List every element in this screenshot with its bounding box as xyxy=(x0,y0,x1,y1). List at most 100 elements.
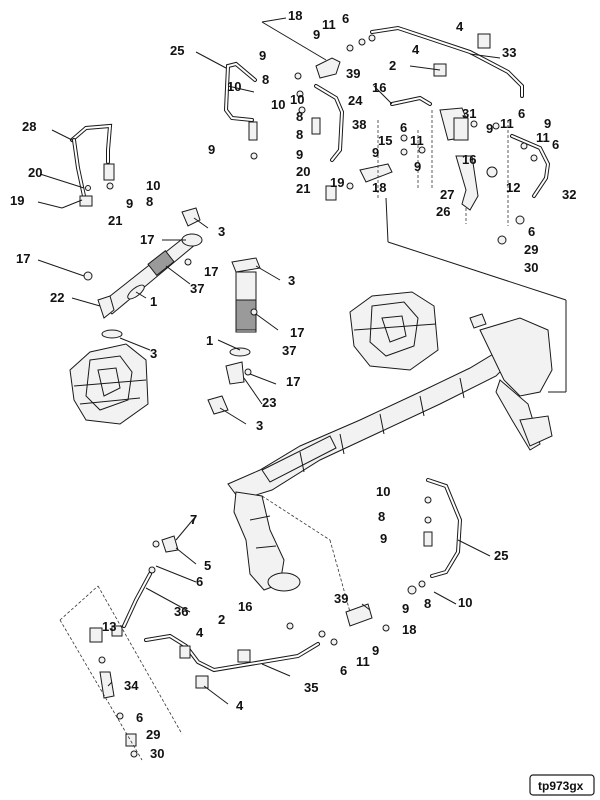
callout-4: 4 xyxy=(196,625,204,640)
callout-20: 20 xyxy=(296,164,310,179)
callout-18: 18 xyxy=(372,180,386,195)
callout-18: 18 xyxy=(402,622,416,637)
callout-37: 37 xyxy=(282,343,296,358)
callout-16: 16 xyxy=(238,599,252,614)
callout-30: 30 xyxy=(150,746,164,761)
callout-26: 26 xyxy=(436,204,450,219)
callout-11: 11 xyxy=(356,654,370,669)
callout-11: 11 xyxy=(536,130,550,145)
callout-39: 39 xyxy=(334,591,348,606)
callout-10: 10 xyxy=(271,97,285,112)
callout-16: 16 xyxy=(462,152,476,167)
callout-labels: 18 6 9 11 4 25 9 4 33 39 2 10 8 16 10 24… xyxy=(10,8,576,761)
callout-6: 6 xyxy=(342,11,349,26)
callout-11: 11 xyxy=(500,116,514,131)
callout-10: 10 xyxy=(458,595,472,610)
lower-right-hose xyxy=(345,478,463,632)
callout-6: 6 xyxy=(196,574,203,589)
callout-9: 9 xyxy=(486,121,493,136)
figure-reference-box: tp973gx xyxy=(529,774,595,796)
callout-9: 9 xyxy=(126,196,133,211)
callout-9: 9 xyxy=(296,147,303,162)
callout-6: 6 xyxy=(528,224,535,239)
callout-4: 4 xyxy=(412,42,420,57)
callout-1: 1 xyxy=(206,333,213,348)
turbo-housing-left xyxy=(69,343,149,425)
callout-39: 39 xyxy=(346,66,360,81)
callout-28: 28 xyxy=(22,119,36,134)
callout-9: 9 xyxy=(372,643,379,658)
callout-29: 29 xyxy=(524,242,538,257)
callout-25: 25 xyxy=(170,43,184,58)
callout-9: 9 xyxy=(544,116,551,131)
callout-17: 17 xyxy=(286,374,300,389)
chassis-frame xyxy=(227,313,553,592)
callout-6: 6 xyxy=(136,710,143,725)
callout-6: 6 xyxy=(518,106,525,121)
callout-9: 9 xyxy=(313,27,320,42)
callout-22: 22 xyxy=(50,290,64,305)
callout-3: 3 xyxy=(256,418,263,433)
callout-12: 12 xyxy=(506,180,520,195)
callout-37: 37 xyxy=(190,281,204,296)
callout-8: 8 xyxy=(146,194,153,209)
callout-23: 23 xyxy=(262,395,276,410)
exhaust-tube-left xyxy=(83,207,203,339)
callout-21: 21 xyxy=(296,181,310,196)
callout-6: 6 xyxy=(552,137,559,152)
left-hose-assembly xyxy=(70,123,115,207)
callout-9: 9 xyxy=(259,48,266,63)
callout-11: 11 xyxy=(322,17,336,32)
callout-10: 10 xyxy=(376,484,390,499)
callout-3: 3 xyxy=(288,273,295,288)
callout-29: 29 xyxy=(146,727,160,742)
callout-10: 10 xyxy=(146,178,160,193)
callout-21: 21 xyxy=(108,213,122,228)
callout-9: 9 xyxy=(380,531,387,546)
callout-10: 10 xyxy=(290,92,304,107)
callout-4: 4 xyxy=(236,698,244,713)
callout-34: 34 xyxy=(124,678,139,693)
callout-3: 3 xyxy=(150,346,157,361)
callout-8: 8 xyxy=(296,109,303,124)
callout-8: 8 xyxy=(296,127,303,142)
leader-lines xyxy=(37,17,567,761)
callout-36: 36 xyxy=(174,604,188,619)
callout-17: 17 xyxy=(290,325,304,340)
callout-7: 7 xyxy=(190,512,197,527)
callout-17: 17 xyxy=(140,232,154,247)
callout-8: 8 xyxy=(378,509,385,524)
callout-9: 9 xyxy=(372,145,379,160)
callout-25: 25 xyxy=(494,548,508,563)
callout-11: 11 xyxy=(410,133,424,148)
callout-32: 32 xyxy=(562,187,576,202)
exhaust-tube-right xyxy=(207,257,261,415)
callout-1: 1 xyxy=(150,294,157,309)
callout-2: 2 xyxy=(389,58,396,73)
callout-15: 15 xyxy=(378,133,392,148)
callout-8: 8 xyxy=(262,72,269,87)
callout-16: 16 xyxy=(372,80,386,95)
callout-10: 10 xyxy=(227,79,241,94)
callout-13: 13 xyxy=(102,619,116,634)
callout-5: 5 xyxy=(204,558,211,573)
callout-2: 2 xyxy=(218,612,225,627)
callout-17: 17 xyxy=(16,251,30,266)
lower-hose-assembly xyxy=(89,535,338,758)
callout-9: 9 xyxy=(414,159,421,174)
callout-27: 27 xyxy=(440,187,454,202)
callout-38: 38 xyxy=(352,117,366,132)
callout-4: 4 xyxy=(456,19,464,34)
callout-31: 31 xyxy=(462,106,476,121)
turbo-housing-right xyxy=(349,291,439,371)
callout-9: 9 xyxy=(402,601,409,616)
callout-6: 6 xyxy=(400,120,407,135)
callout-6: 6 xyxy=(340,663,347,678)
callout-24: 24 xyxy=(348,93,363,108)
callout-33: 33 xyxy=(502,45,516,60)
callout-19: 19 xyxy=(330,175,344,190)
callout-9: 9 xyxy=(208,142,215,157)
callout-18: 18 xyxy=(288,8,302,23)
callout-30: 30 xyxy=(524,260,538,275)
